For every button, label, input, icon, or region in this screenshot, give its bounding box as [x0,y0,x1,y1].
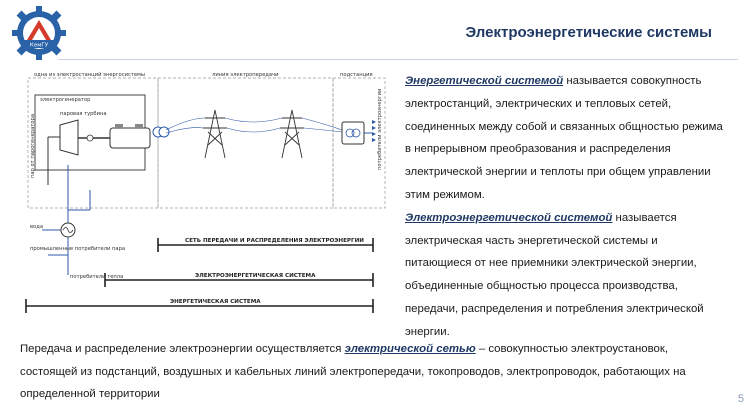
page-title: Электроэнергетические системы [465,24,713,41]
heat-label: потребители тепла [70,274,123,280]
term-energy-system: Энергетической системой [405,75,564,87]
term-power-system: Электроэнергетической системой [405,211,613,224]
definition-power-system: называется электрическая часть энергетич… [405,211,704,338]
substation-shape [341,121,365,145]
definition-energy-system: называется совокупность электростанций, … [405,75,723,201]
tower-right [280,109,304,159]
turbine-shape [59,119,79,156]
network-label: СЕТЬ ПЕРЕДАЧИ И РАСПРЕДЕЛЕНИЯ ЭЛЕКТРОЭНЕ… [185,238,364,244]
term-electric-network: электрической сетью [344,343,476,355]
kemgu-logo: КемГУ [12,6,66,60]
substation-label: подстанция [340,72,373,78]
consumers-label: потребители электроэнергии [377,89,383,170]
power-system-label: ЭЛЕКТРОЭНЕРГЕТИЧЕСКАЯ СИСТЕМА [195,273,316,279]
water-label: вода [30,224,43,230]
network-definition: Передача и распределение электроэнергии … [20,338,720,406]
network-text-before: Передача и распределение электроэнергии … [20,343,345,355]
power-lines [165,117,343,134]
station-label: одна из электростанций энергосистемы [34,71,145,78]
svg-text:КемГУ: КемГУ [30,43,49,49]
steam-label: пар от парогенератора [30,114,36,178]
generator-label: электрогенератор [40,97,91,103]
network-text-after: – совокупностью электроустановок, состоя… [20,343,686,400]
energy-system-diagram: одна из электростанций энергосистемы лин… [25,71,386,313]
generator-shape [109,127,151,149]
tower-left [203,109,227,159]
page-number: 5 [737,393,744,405]
line-box [157,77,334,209]
energy-system-label: ЭНЕРГЕТИЧЕСКАЯ СИСТЕМА [170,299,261,305]
header-divider [58,59,738,60]
line-label: линия электропередачи [212,72,278,78]
substation-box [332,77,386,209]
turbine-label: паровая турбина [60,111,107,117]
industrial-label: промышленные потребители пара [30,246,125,252]
definitions-text: Энергетической системой называется совок… [405,70,725,344]
